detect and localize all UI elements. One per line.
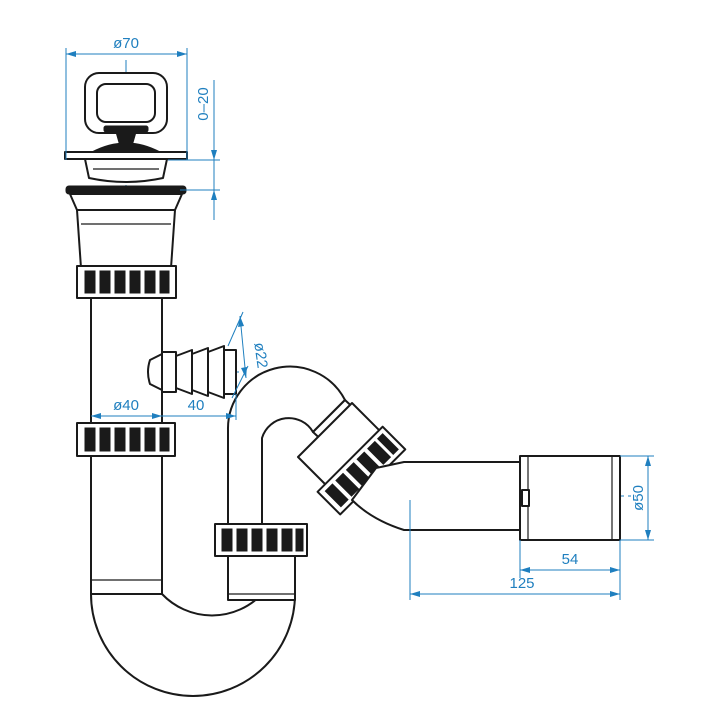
waste-flange-lip — [69, 193, 183, 211]
plug-handle-inner — [96, 83, 156, 123]
angled-joint — [297, 399, 407, 516]
hose-diameter-label: ø22 — [250, 341, 270, 369]
waste-flange — [65, 185, 187, 195]
dimension-tube-diameter: ø40 — [91, 397, 162, 419]
outlet-tube — [351, 461, 521, 531]
dimension-hose-offset: 40 — [162, 394, 237, 420]
outlet-pipe — [351, 455, 621, 541]
hose-offset-label: 40 — [188, 397, 205, 414]
plug-body — [84, 158, 168, 183]
dimension-height-adjust: 0–20 — [168, 80, 220, 220]
dimension-strainer-diameter: ø70 — [65, 35, 188, 160]
upper-union-nut — [76, 265, 177, 299]
tube-diameter-label: ø40 — [113, 397, 139, 414]
bend-curve — [90, 593, 296, 697]
u-bend — [90, 455, 296, 697]
strainer-plug — [64, 72, 188, 183]
dimension-outlet-length: 125 — [409, 500, 620, 600]
riser-tube — [226, 365, 346, 526]
middle-union-nut — [76, 422, 176, 457]
plug-dome — [91, 142, 161, 153]
strainer-diameter-label: ø70 — [113, 35, 139, 52]
outlet-length-label: 125 — [509, 575, 534, 592]
waste-body — [65, 185, 187, 269]
waste-funnel — [76, 209, 176, 269]
dimension-outlet-socket-length: 54 — [519, 540, 621, 600]
lower-union-nut — [214, 523, 308, 557]
outlet-diameter-label: ø50 — [630, 485, 647, 511]
hose-connector — [147, 345, 237, 399]
plug-flange — [64, 151, 188, 160]
dimension-outlet-diameter: ø50 — [620, 455, 654, 541]
height-adjust-label: 0–20 — [195, 87, 212, 120]
plug-handle-base — [103, 125, 149, 133]
bend-left-leg — [90, 455, 163, 595]
vertical-tube — [90, 297, 237, 425]
outlet-socket — [519, 455, 621, 541]
outlet-socket-length-label: 54 — [562, 551, 579, 568]
riser — [226, 365, 346, 526]
dimension-hose-diameter: ø22 — [227, 311, 271, 399]
bend-right-socket — [227, 554, 296, 601]
